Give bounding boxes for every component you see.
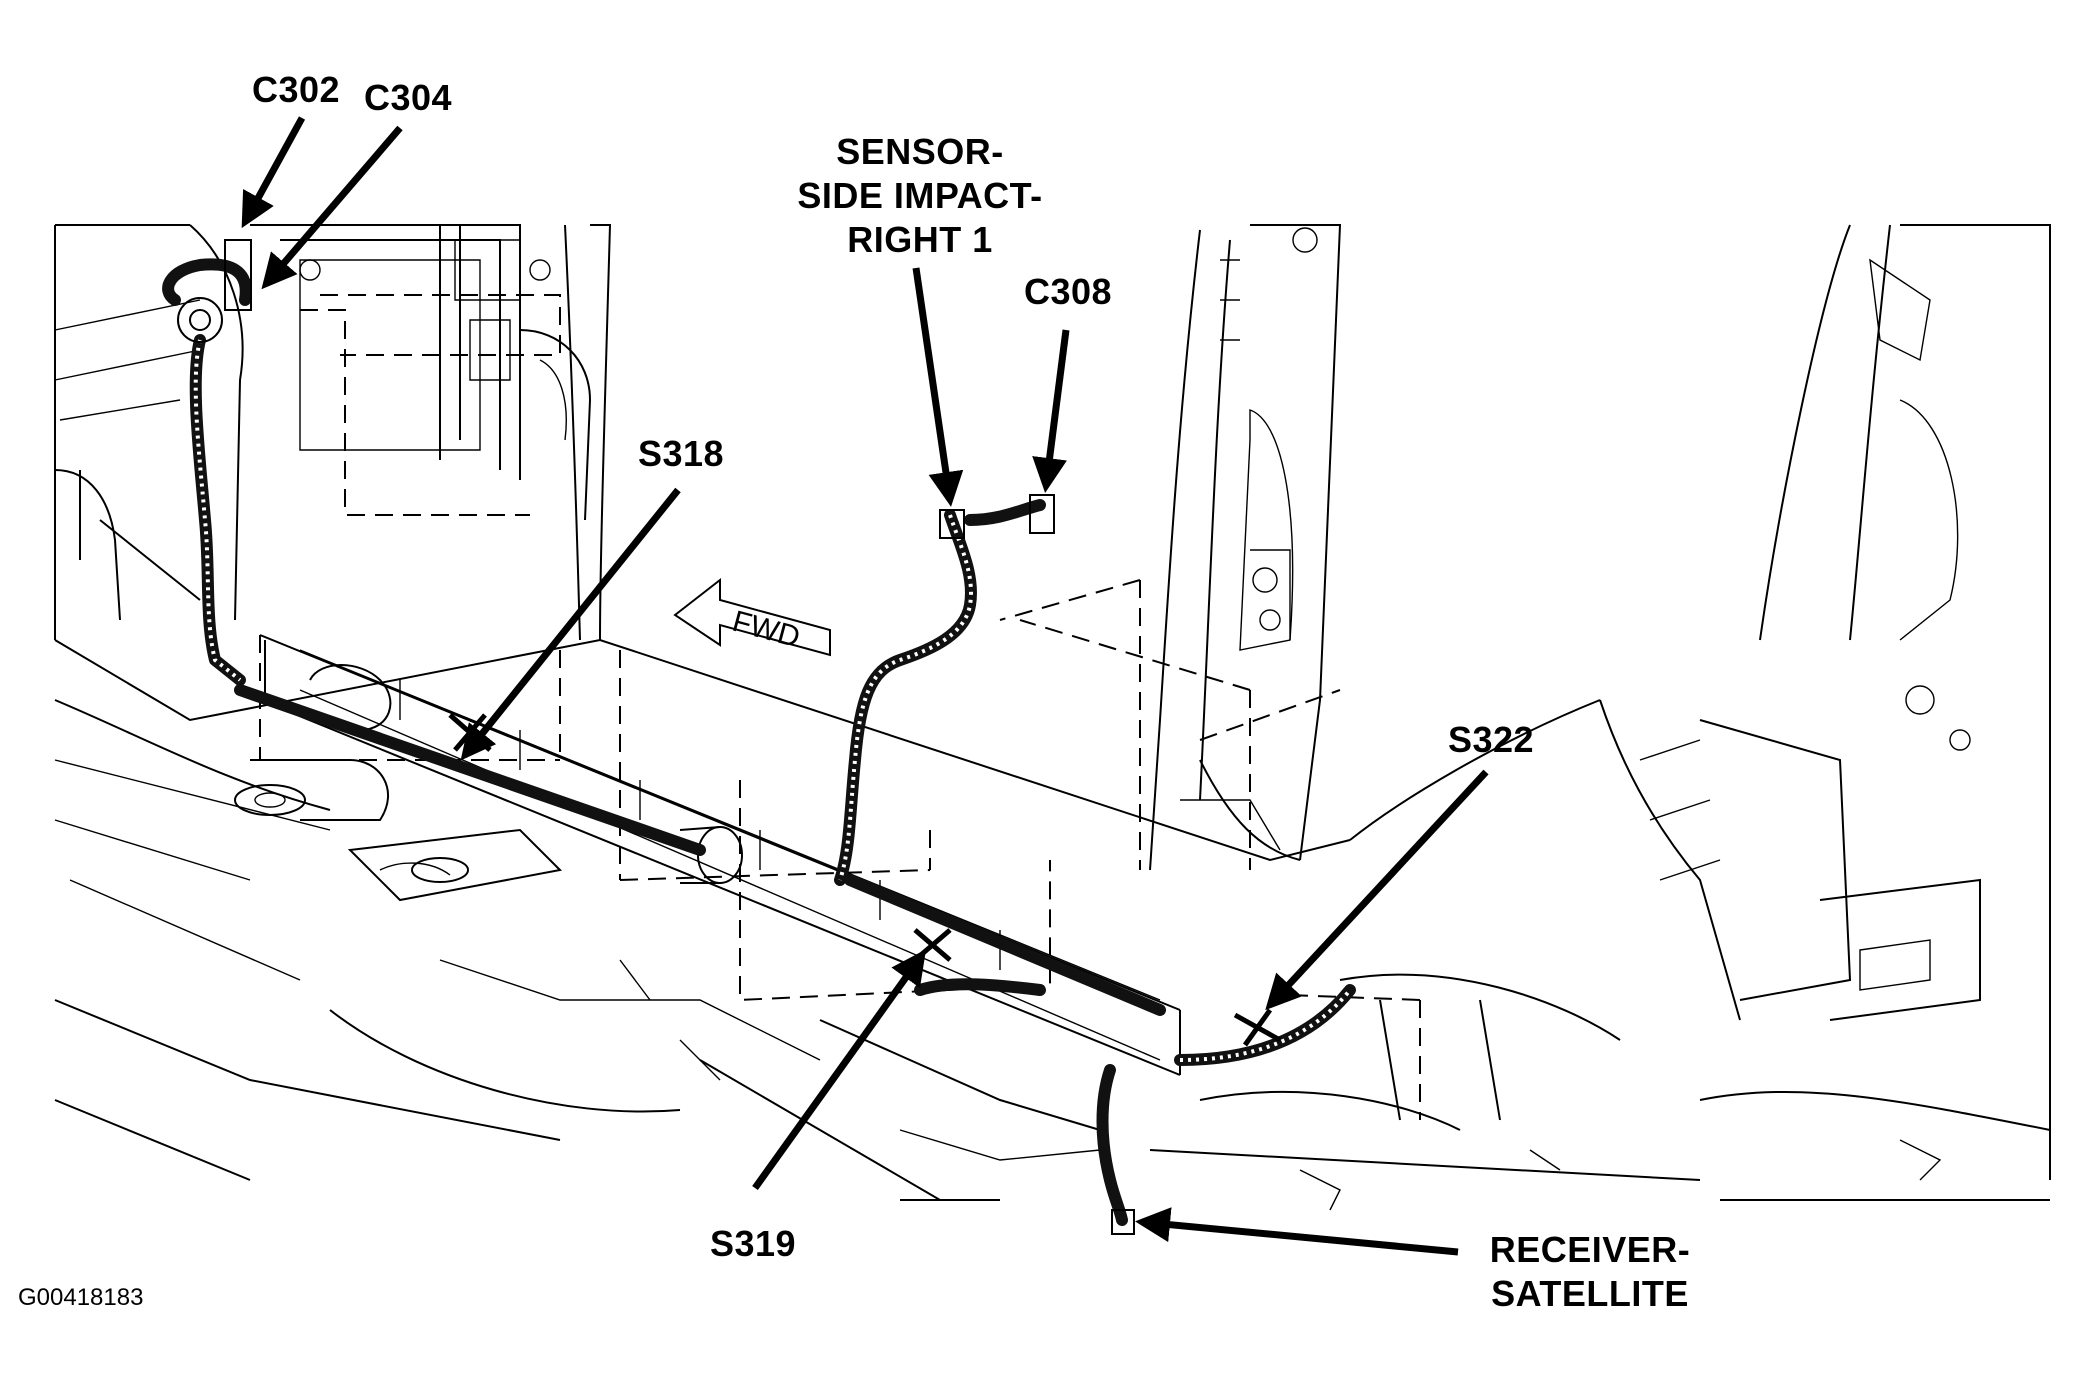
callout-c304: C304 xyxy=(364,77,453,118)
callout-s322: S322 xyxy=(1448,719,1535,760)
callout-arrows xyxy=(241,116,1489,1256)
callout-c308: C308 xyxy=(1024,271,1113,312)
callout-s318: S318 xyxy=(638,433,725,474)
callout-s319: S319 xyxy=(710,1223,797,1264)
callout-receiver-satellite: RECEIVER- SATELLITE xyxy=(1489,1229,1691,1314)
fwd-label: FWD xyxy=(729,605,804,655)
figure-id: G00418183 xyxy=(18,1284,144,1311)
forward-direction-arrow: FWD xyxy=(673,577,831,657)
vehicle-body xyxy=(54,224,2051,1211)
splice-markers xyxy=(448,713,1282,1047)
wiring-harness xyxy=(162,239,1356,1235)
callout-sensor-side-impact-right-1: SENSOR- SIDE IMPACT- RIGHT 1 xyxy=(797,131,1043,260)
callout-c302: C302 xyxy=(252,69,341,110)
